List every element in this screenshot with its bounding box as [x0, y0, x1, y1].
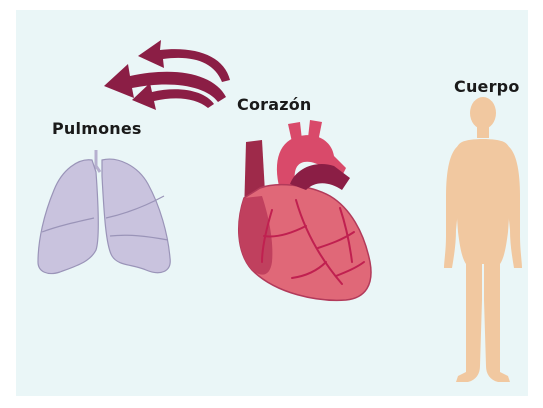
lungs-label: Pulmones	[52, 119, 142, 138]
arrows-heart-to-lungs-icon	[104, 40, 230, 110]
heart-label: Corazón	[237, 95, 312, 114]
human-body-icon	[444, 97, 522, 382]
lungs-icon	[38, 150, 170, 274]
heart-icon	[239, 120, 371, 300]
body-label: Cuerpo	[454, 77, 520, 96]
